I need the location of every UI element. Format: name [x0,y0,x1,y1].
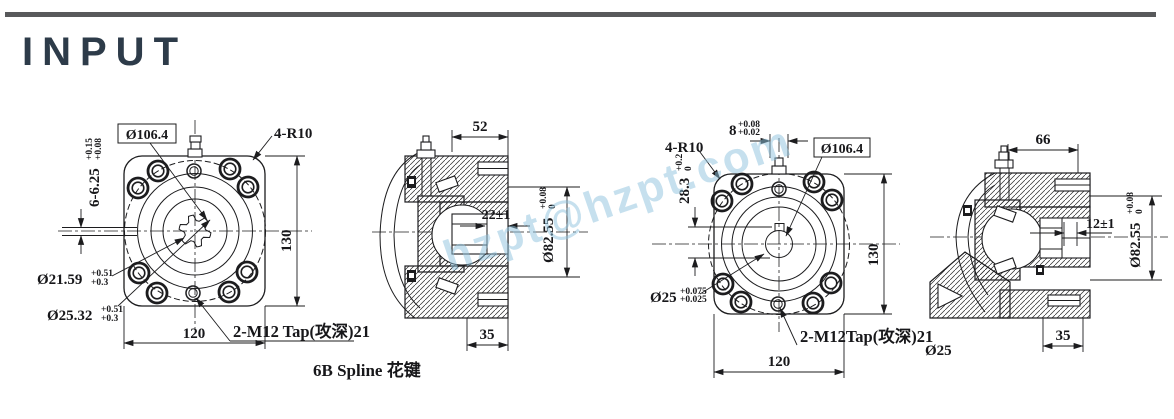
dim-depth: 66 [1036,132,1052,148]
note-spline: 6B Spline 花键 [313,360,421,380]
dim-key-depth: 28.3 [677,178,693,204]
dim-bore-tol-upper: +0.075 [680,287,707,297]
dim-spline-slot: 6-6.25 [87,168,103,207]
dim-spline-minor-tol-lower: +0.3 [91,278,109,288]
label-corner-radius: 4-R10 [665,140,703,156]
dim-key-depth-tol-upper: +0.2 [675,153,685,171]
right-section-dimensions: 66 12±1 Ø82.55 +0.08 0 35 Ø25 [925,132,1162,359]
dim-depth: 52 [473,119,488,135]
dim-key-width: 8 [729,123,737,139]
dim-pilot-dia: Ø82.55 [1128,223,1144,268]
dim-hub-length: 35 [480,327,495,343]
left-section-view [372,135,588,319]
dim-spline-slot-tol-lower: +0.08 [94,138,104,160]
dim-bore-tol-lower: +0.025 [680,295,707,305]
dim-key-depth-tol-lower: 0 [684,166,694,171]
dim-spline-slot-tol-upper: +0.15 [85,138,95,160]
label-corner-radius: 4-R10 [274,126,312,142]
label-shaft-dia: Ø25 [925,343,952,359]
dim-spline-minor-tol-upper: +0.51 [91,269,113,279]
dim-height: 130 [866,244,882,267]
left-section-dimensions: 52 22±1 Ø82.55 +0.08 0 35 [451,119,580,351]
dim-pilot-dia: Ø82.55 [541,218,557,263]
dim-pilot-tol-upper: +0.08 [1126,192,1136,214]
dim-spline-major: Ø25.32 [47,308,92,324]
dim-hub-length: 35 [1056,328,1071,344]
left-front-view [58,120,312,330]
note-tap: 2-M12 Tap(攻深)21 [233,321,370,341]
callout-flange-dia: Ø106.4 [821,142,863,157]
dim-key-width-tol-upper: +0.08 [738,120,760,130]
left-front-dimensions: 130 120 6-6.25 +0.15 +0.08 Ø106.4 4-R10 [37,123,421,380]
dim-spline-minor: Ø21.59 [37,272,82,288]
note-tap: 2-M12Tap(攻深)21 [800,326,933,346]
dim-width: 120 [768,354,791,370]
dim-pilot-tol-upper: +0.08 [539,187,549,209]
dim-bore: Ø25 [650,290,677,306]
right-front-dimensions: 130 120 8 +0.08 +0.02 28.3 +0.2 [650,120,933,378]
dim-pilot-tol-lower: 0 [1135,209,1145,214]
dim-height: 130 [279,230,295,253]
dim-width: 120 [183,326,206,342]
dim-spline-major-tol-upper: +0.51 [101,305,123,315]
right-section-view [929,145,1168,319]
dim-bore-depth: 12±1 [1086,217,1115,232]
right-front-view [652,138,900,332]
dim-bore-depth: 22±1 [482,208,511,223]
callout-flange-dia: Ø106.4 [126,128,168,143]
top-divider-bar [5,12,1156,17]
page-title: INPUT [22,30,187,74]
dim-pilot-tol-lower: 0 [548,204,558,209]
dim-key-width-tol-lower: +0.02 [738,128,760,138]
dim-spline-major-tol-lower: +0.3 [101,314,119,324]
